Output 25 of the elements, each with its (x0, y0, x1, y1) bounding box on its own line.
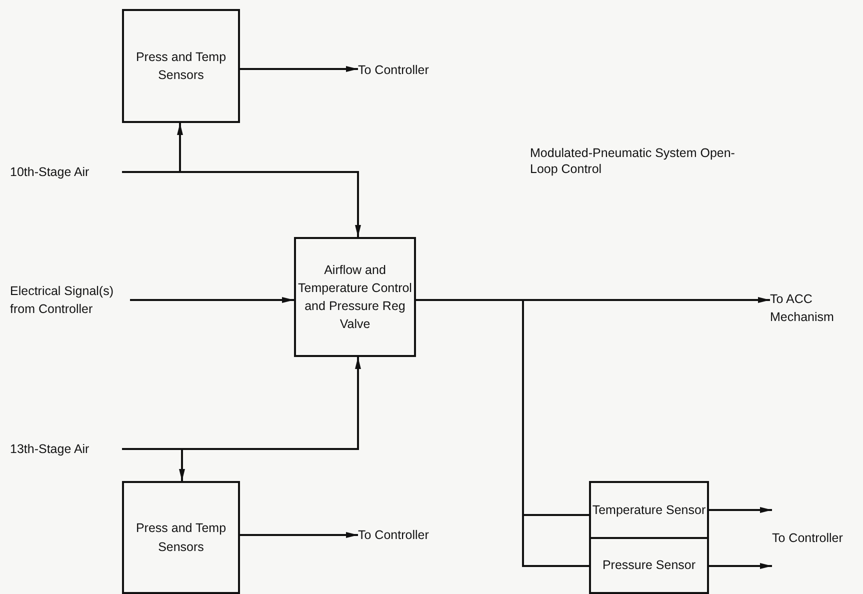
arrow (122, 171, 361, 237)
process-box (589, 537, 709, 594)
process-box (122, 9, 240, 123)
arrow (122, 448, 185, 481)
diagram-note: Modulated-Pneumatic System Open-Loop Control (530, 145, 736, 178)
flow-label: To ACC Mechanism (770, 290, 835, 326)
process-box (589, 481, 709, 539)
process-box (294, 237, 416, 357)
box-label: Temperature Sensor (592, 502, 706, 519)
arrow (130, 297, 294, 303)
box-label: Press and Temp Sensors (134, 48, 228, 84)
flow-label: To Controller (772, 530, 843, 547)
flow-label: 10th-Stage Air (10, 164, 90, 181)
box-label: Pressure Sensor (602, 557, 696, 574)
flow-label: To Controller (358, 526, 429, 544)
box-label: Airflow and Temperature Control and Pressure Reg Valve (297, 262, 413, 334)
box-label: Press and Temp Sensors (134, 520, 228, 556)
flow-label: Electrical Signal(s) from Controller (10, 282, 115, 318)
flow-label: 13th-Stage Air (10, 440, 90, 458)
arrow (240, 532, 358, 538)
arrow (240, 66, 358, 72)
flow-label: To Controller (358, 62, 429, 79)
process-box (122, 481, 240, 594)
arrow (709, 563, 772, 569)
arrow (709, 507, 772, 513)
